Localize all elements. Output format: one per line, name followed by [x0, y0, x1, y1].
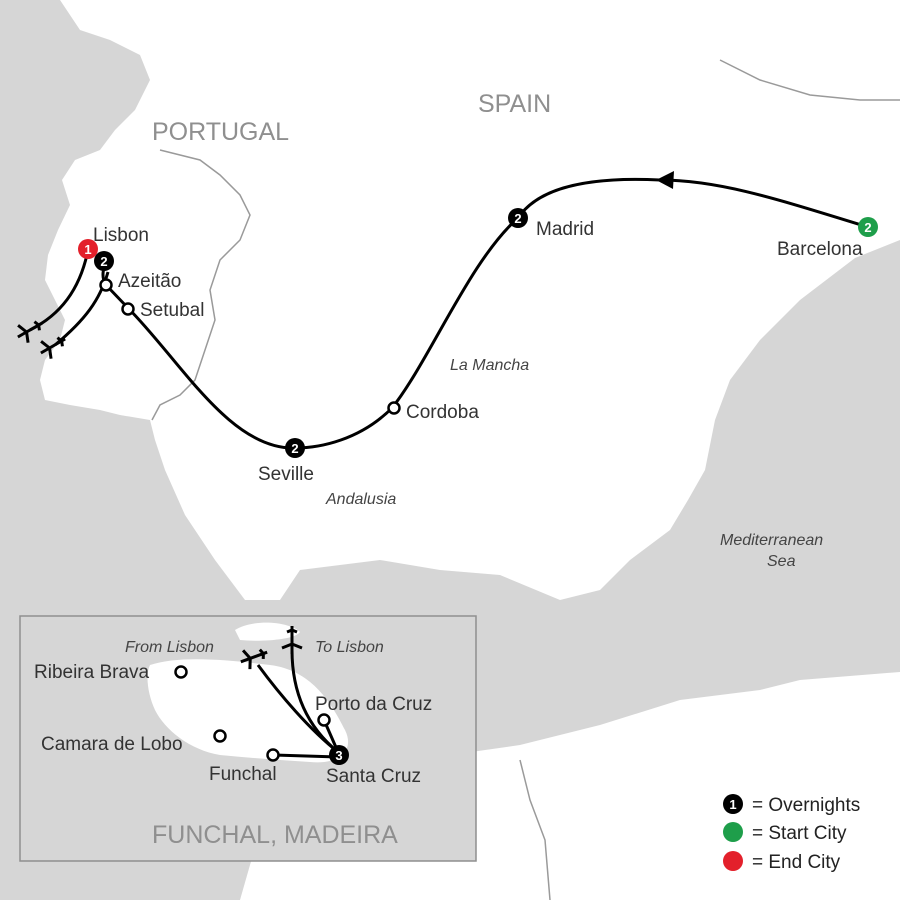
morocco-algeria-border: [519, 759, 551, 900]
stop-marker-porto-da-cruz: [317, 713, 331, 727]
label-to-lisbon: To Lisbon: [315, 639, 384, 656]
stop-marker-santa-cruz: 3: [329, 745, 349, 765]
porto-santo-island: [235, 622, 300, 641]
city-label-santa-cruz: Santa Cruz: [326, 766, 421, 787]
overnight-count: 3: [335, 748, 342, 763]
city-label-funchal: Funchal: [209, 764, 277, 785]
stop-marker-madrid: 2: [508, 208, 528, 228]
stop-marker-azeitao: [99, 278, 113, 292]
inset-title: FUNCHAL, MADEIRA: [152, 821, 398, 849]
legend-start-label: = Start City: [752, 823, 847, 844]
stop-marker-cordoba: [387, 401, 401, 415]
legend-end-symbol: [723, 851, 743, 871]
legend: 1 = Overnights = Start City = End City: [723, 794, 860, 873]
city-label-lisbon: Lisbon: [93, 225, 149, 246]
city-label-barcelona: Barcelona: [777, 239, 863, 260]
region-label-andalusia: Andalusia: [325, 491, 396, 508]
city-label-seville: Seville: [258, 464, 314, 485]
stop-marker-camara-de-lobo: [213, 729, 227, 743]
stop-marker-barcelona: 2: [858, 217, 878, 237]
country-label-portugal: PORTUGAL: [152, 118, 289, 146]
city-label-setubal: Setubal: [140, 300, 204, 321]
legend-overnights-label: = Overnights: [752, 795, 860, 816]
spain-france-border: [719, 59, 900, 101]
city-label-madrid: Madrid: [536, 219, 594, 240]
stop-marker-seville: 2: [285, 438, 305, 458]
stop-marker-setubal: [121, 302, 135, 316]
country-label-spain: SPAIN: [478, 90, 551, 118]
city-label-porto-da-cruz: Porto da Cruz: [315, 694, 432, 715]
plane-icon: [240, 648, 268, 670]
plane-icon: [281, 626, 303, 654]
sea-label-line1: Mediterranean: [720, 532, 823, 549]
stop-marker-ribeira-brava: [174, 665, 188, 679]
stop-marker-funchal: [266, 748, 280, 762]
overnight-count: 2: [514, 211, 521, 226]
legend-end-label: = End City: [752, 852, 841, 873]
overnight-count: 2: [291, 441, 298, 456]
sea-label-line2: Sea: [767, 553, 796, 570]
plane-icon: [40, 336, 66, 359]
city-label-cordoba: Cordoba: [406, 402, 479, 423]
inset-route-funchal: [273, 753, 339, 759]
label-from-lisbon: From Lisbon: [125, 639, 214, 656]
route-direction-arrow: [656, 171, 674, 189]
plane-icon: [17, 320, 43, 343]
stop-marker-azeitao-overnight: 2: [94, 251, 114, 271]
overnight-count: 2: [100, 254, 107, 269]
stop-marker-lisbon: 1: [78, 239, 98, 259]
inset-route-to-lisbon: [290, 649, 339, 754]
france-landmass: [720, 0, 900, 60]
city-label-azeitao: Azeitão: [118, 271, 181, 292]
region-label-la-mancha: La Mancha: [450, 357, 529, 374]
overnight-count: 2: [864, 220, 871, 235]
legend-overnights-symbol: 1: [723, 794, 743, 814]
legend-start-symbol: [723, 822, 743, 842]
overnight-count: 1: [84, 242, 91, 257]
svg-text:1: 1: [729, 797, 736, 812]
iberia-landmass: [40, 0, 900, 600]
portugal-spain-border: [151, 149, 251, 421]
inset-madeira: 3 From Lisbon To Lisbon Ribeira Brava Ca…: [19, 615, 477, 862]
city-label-camara-de-lobo: Camara de Lobo: [41, 734, 183, 755]
madeira-island: [147, 659, 349, 763]
city-label-ribeira-brava: Ribeira Brava: [34, 662, 150, 683]
